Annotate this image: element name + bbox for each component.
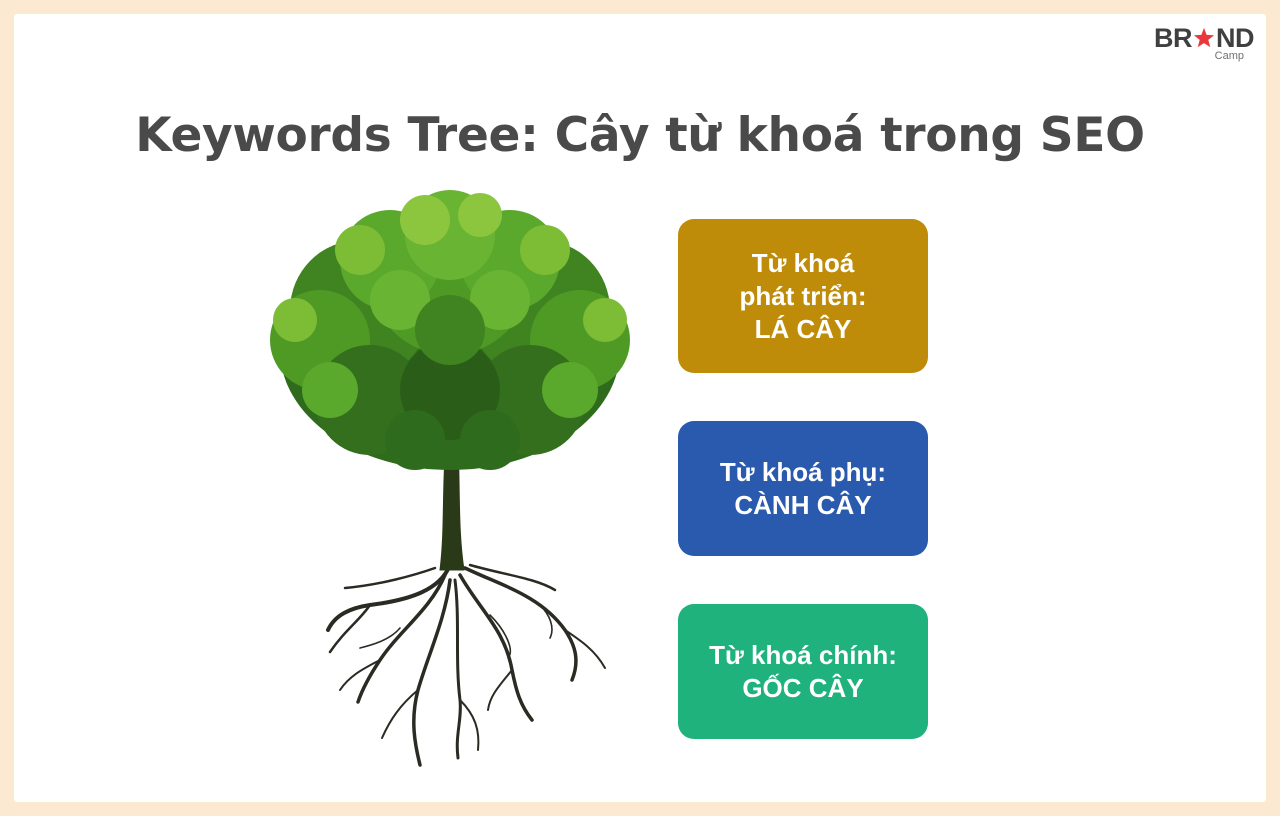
leaf-box-line1: Từ khoá [751,247,855,278]
leaf-box-line2: phát triển: [739,280,867,311]
logo-wordmark: BR ND [1154,23,1255,53]
logo-text-part1: BR [1154,23,1193,53]
root-box-line2: GỐC CÂY [742,672,864,703]
branch-keyword-box: Từ khoá phụ: CÀNH CÂY [678,421,928,556]
tree-illustration [270,190,630,767]
leaf-keyword-box: Từ khoá phát triển: LÁ CÂY [678,219,928,373]
logo-subtext: Camp [1214,50,1244,62]
branch-box-line1: Từ khoá phụ: [719,456,887,487]
brand-logo: BR ND Camp [1154,23,1255,62]
branch-box-line2: CÀNH CÂY [734,489,872,520]
roots [326,563,606,767]
foliage [270,190,630,470]
logo-text-part2: ND [1216,23,1255,53]
page-title: Keywords Tree: Cây từ khoá trong SEO [135,108,1145,163]
leaf-box-line3: LÁ CÂY [754,313,852,344]
root-box-line1: Từ khoá chính: [709,639,897,670]
root-keyword-box: Từ khoá chính: GỐC CÂY [678,604,928,739]
star-icon [1193,27,1215,48]
canvas [14,14,1266,802]
